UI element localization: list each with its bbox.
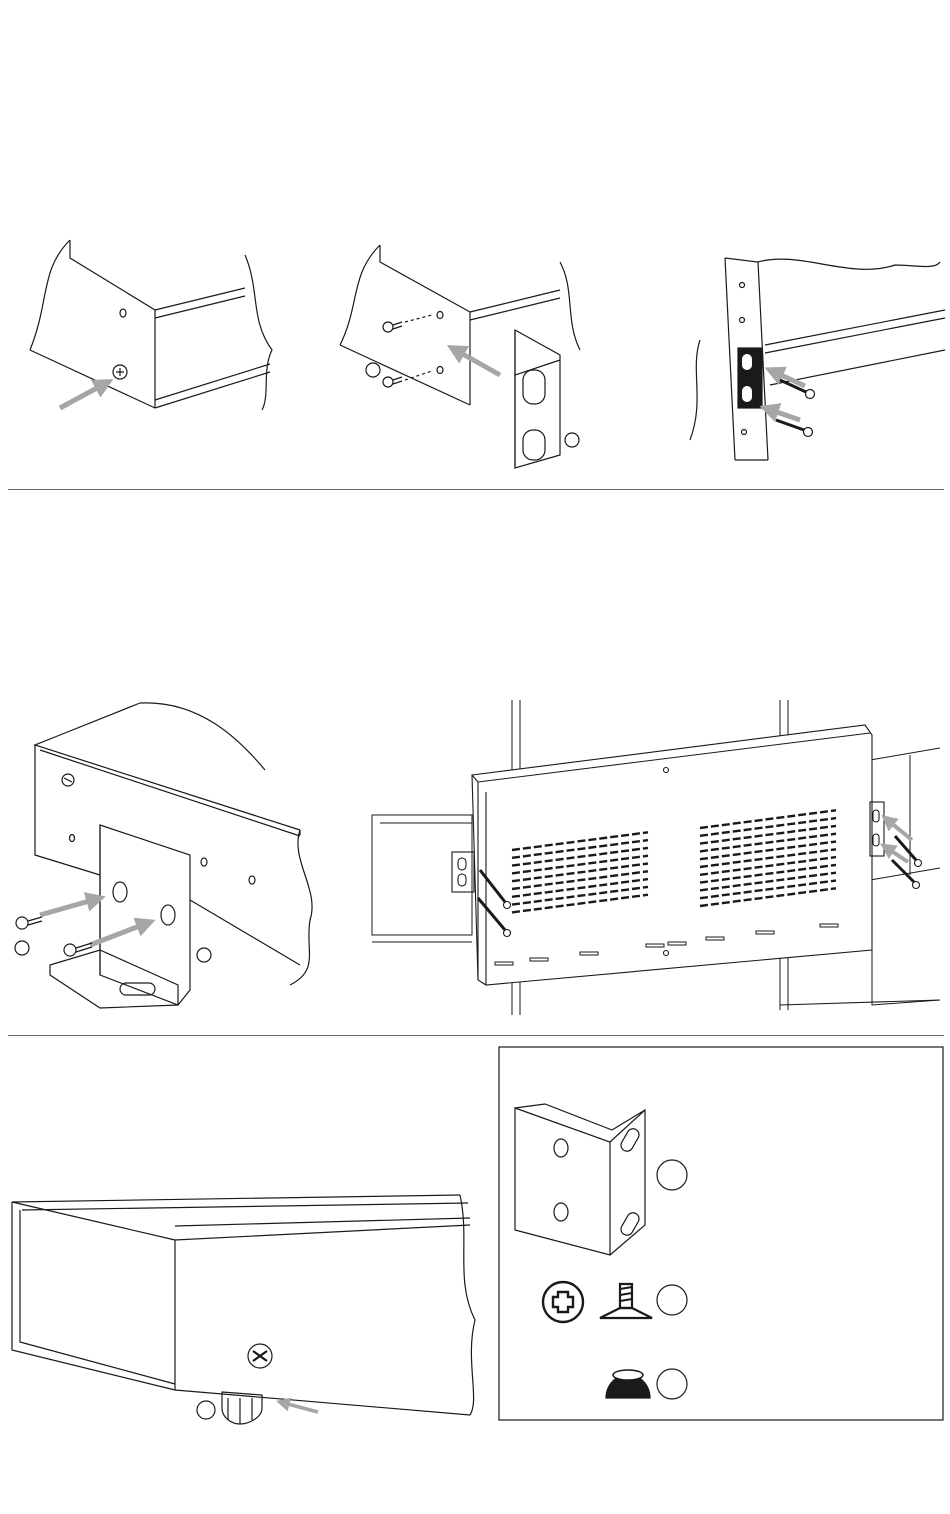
panel-attach-wall-bracket bbox=[15, 703, 312, 1008]
panel-remove-side-screw bbox=[30, 240, 272, 410]
panel-attach-rubber-feet bbox=[12, 1195, 475, 1424]
side-screw-icon bbox=[113, 365, 127, 379]
panel-attach-rack-ear bbox=[340, 245, 580, 468]
chassis-screw-icon bbox=[62, 774, 74, 786]
panel-mount-to-rack bbox=[690, 258, 945, 460]
arrow-indicator bbox=[90, 922, 150, 945]
rack-bracket-icon bbox=[515, 1104, 645, 1255]
panel-parts-legend bbox=[499, 1047, 943, 1420]
arrow-indicator bbox=[40, 898, 100, 915]
callout-circle bbox=[15, 941, 29, 955]
callout-circle bbox=[565, 433, 579, 447]
callout-circle bbox=[657, 1285, 687, 1315]
wall-bracket-left bbox=[452, 852, 474, 892]
chassis-screw-icon bbox=[248, 1344, 272, 1368]
callout-circle bbox=[197, 948, 211, 962]
rubber-foot-icon bbox=[606, 1370, 650, 1398]
legend-frame bbox=[499, 1047, 943, 1420]
callout-circle bbox=[657, 1160, 687, 1190]
callout-circle bbox=[657, 1369, 687, 1399]
callout-circle bbox=[366, 363, 380, 377]
device-enclosure bbox=[472, 725, 872, 985]
screw-side-icon bbox=[600, 1284, 652, 1318]
callout-circle bbox=[197, 1401, 215, 1419]
panel-mount-to-wall bbox=[372, 700, 940, 1015]
screw-icon bbox=[776, 420, 813, 437]
arrow-indicator bbox=[280, 1402, 318, 1412]
arrow-indicator bbox=[765, 408, 800, 420]
screw-icon bbox=[383, 377, 402, 387]
arrow-indicator bbox=[452, 348, 500, 375]
phillips-screw-icon bbox=[543, 1282, 583, 1322]
arrow-indicator bbox=[885, 818, 912, 840]
screw-icon bbox=[892, 860, 914, 882]
screw-icon bbox=[16, 917, 42, 929]
rack-ear-on-rack bbox=[738, 348, 762, 408]
rack-ear-bracket bbox=[515, 330, 560, 468]
wall-bracket bbox=[50, 825, 190, 1008]
arrow-indicator bbox=[60, 382, 108, 408]
screw-icon bbox=[383, 322, 402, 332]
